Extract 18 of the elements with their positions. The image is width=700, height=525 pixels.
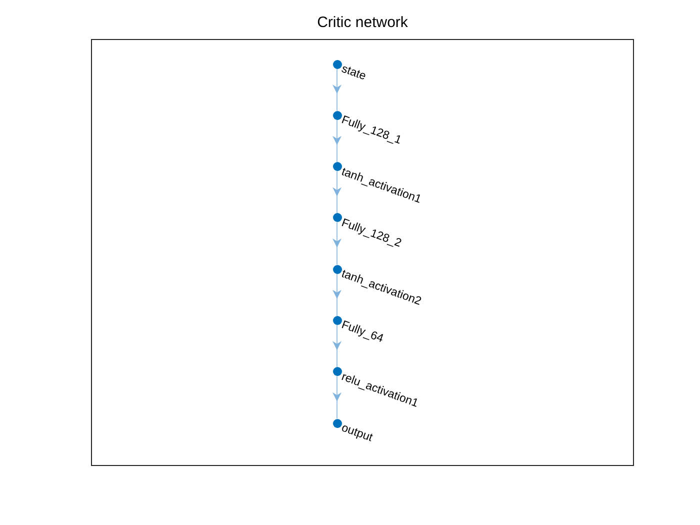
arrow [332, 324, 342, 368]
graph-node [332, 367, 342, 376]
node-label: output [340, 422, 374, 444]
chart-title: Critic network [316, 14, 409, 31]
graph-node [332, 316, 342, 325]
arrow [332, 171, 342, 214]
graph-node [332, 264, 342, 274]
arrow [332, 68, 342, 111]
graph-node [332, 162, 342, 172]
arrow [332, 274, 342, 316]
arrow [332, 120, 342, 162]
arrow [332, 222, 342, 265]
graph-node [332, 213, 342, 222]
graph-node [332, 60, 342, 68]
node-label: state [340, 63, 368, 83]
arrow [332, 376, 342, 418]
graph-node [332, 418, 342, 428]
graph-node [332, 110, 342, 120]
